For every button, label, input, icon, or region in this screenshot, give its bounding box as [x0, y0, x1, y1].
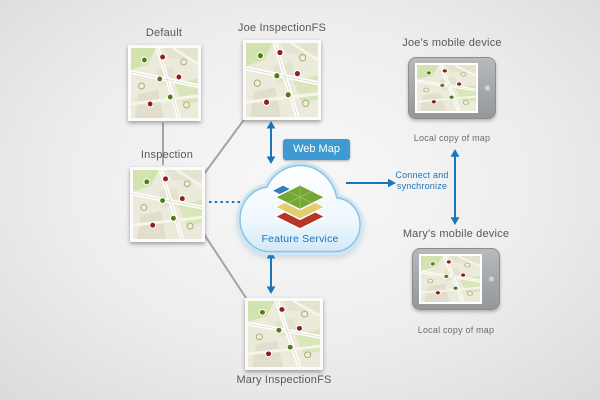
label-mary-fs: Mary InspectionFS [236, 374, 332, 386]
arrowhead [450, 217, 460, 225]
sync-label: Connect and synchronize [395, 170, 449, 191]
cloud-icon [236, 161, 364, 256]
map-thumbnail [246, 43, 318, 117]
map-thumbnail [421, 256, 480, 302]
mary-device-caption: Local copy of map [417, 325, 495, 335]
arrowhead [450, 149, 460, 157]
mary-device-screen [419, 254, 482, 304]
map-default [128, 45, 201, 121]
joe-device-title: Joe's mobile device [402, 37, 502, 49]
web-map-badge: Web Map [283, 139, 350, 160]
map-joe-fs [243, 40, 321, 120]
map-mary-fs [245, 298, 323, 370]
feature-service-label: Feature Service [261, 233, 339, 245]
joe-mobile-device [408, 57, 496, 119]
mary-mobile-device [412, 248, 500, 310]
map-thumbnail [248, 301, 320, 367]
mary-device-title: Mary's mobile device [402, 228, 510, 240]
joe-device-caption: Local copy of map [413, 133, 491, 143]
home-button-icon [488, 275, 495, 283]
joe-device-screen [415, 63, 478, 113]
label-default: Default [145, 27, 183, 39]
map-thumbnail [417, 65, 476, 111]
label-inspection: Inspection [140, 149, 194, 161]
map-thumbnail [131, 48, 198, 118]
home-button-icon [484, 84, 491, 92]
feature-service-cloud [235, 160, 365, 257]
arrowhead [266, 121, 276, 129]
arrowhead [266, 286, 276, 294]
label-joe-fs: Joe InspectionFS [237, 22, 327, 34]
map-inspection [130, 167, 205, 242]
layers-icon [270, 184, 326, 230]
map-thumbnail [133, 170, 202, 239]
